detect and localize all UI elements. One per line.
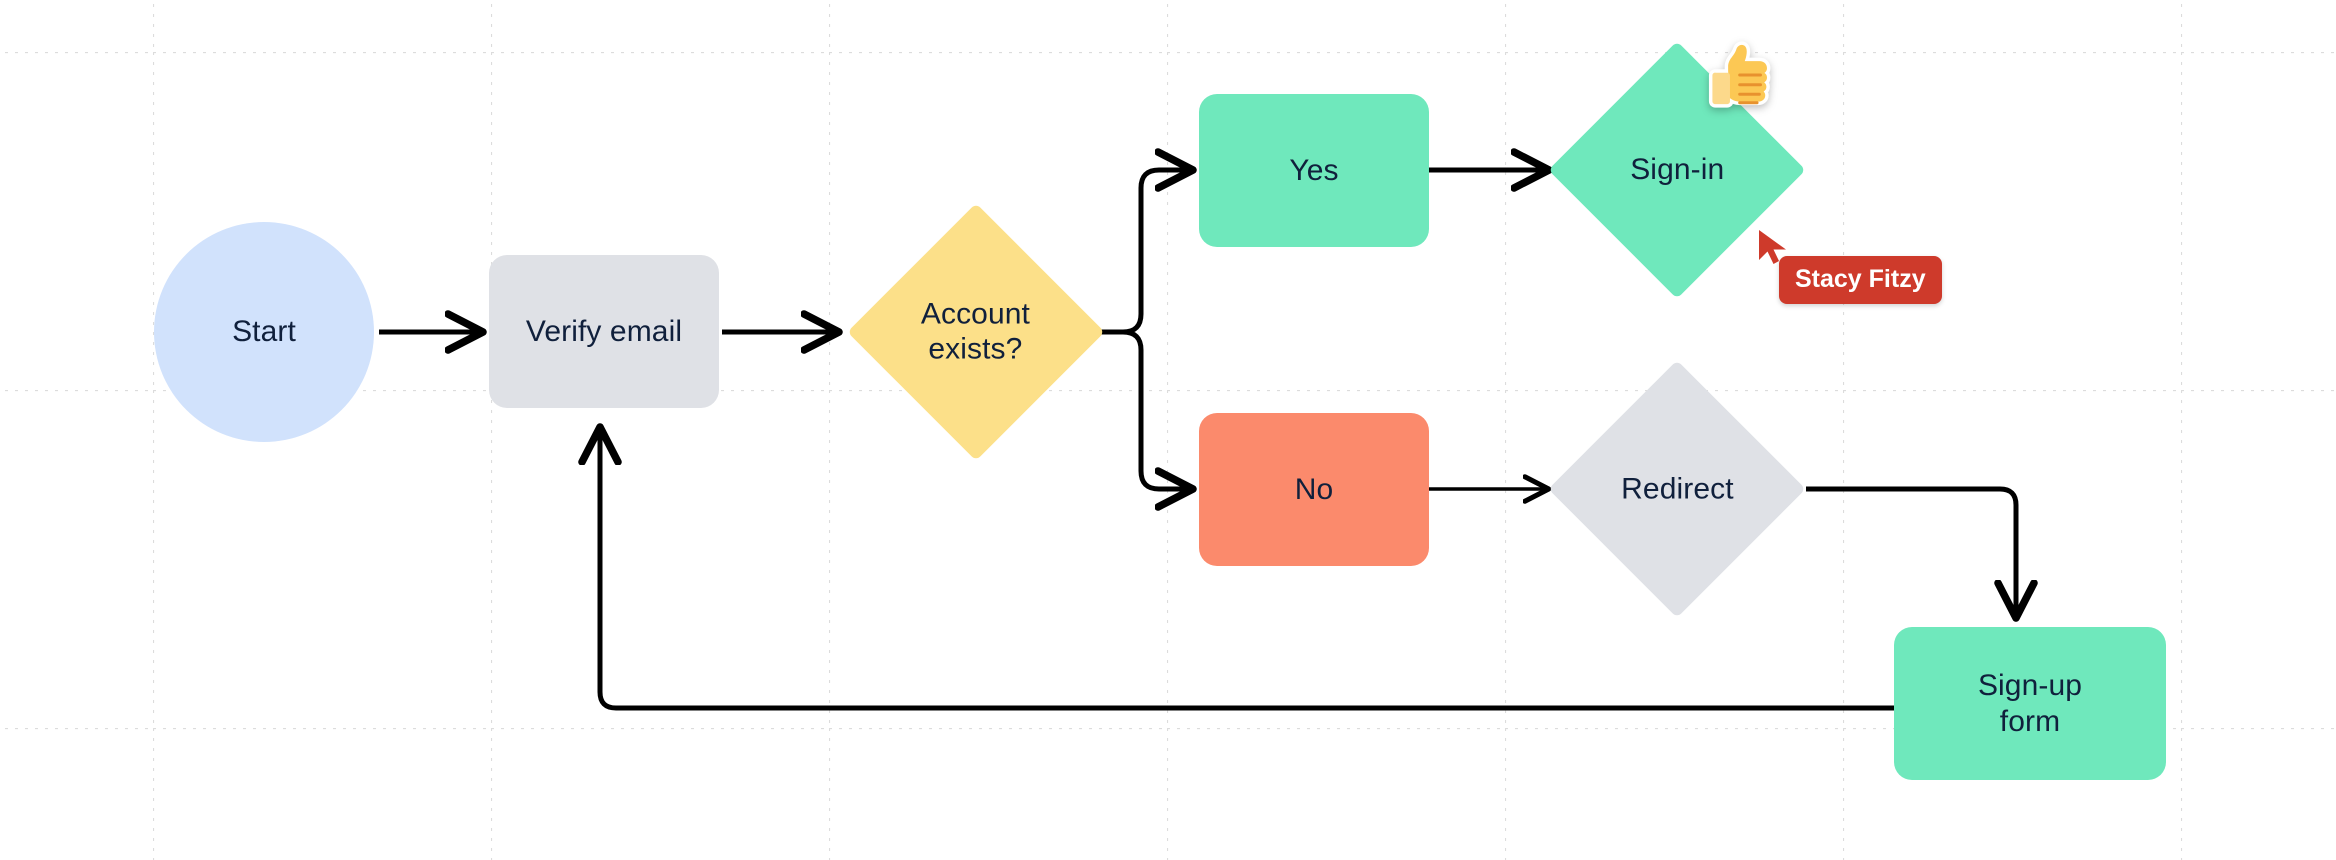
node-account-exists-label: Account exists? [921,297,1031,366]
node-no-label: No [1294,472,1334,506]
node-redirect[interactable]: Redirect [1548,360,1806,618]
node-no[interactable]: No [1199,413,1429,566]
node-account-exists[interactable]: Account exists? [847,203,1105,461]
node-start-label: Start [232,315,296,349]
node-verify-email[interactable]: Verify email [489,255,719,408]
cursor-arrow-icon [1759,230,1786,264]
edge-decision-to-yes [1091,170,1192,335]
node-start[interactable]: Start [154,222,374,442]
node-yes[interactable]: Yes [1199,94,1429,247]
edge-redirect-to-signup-elbow [1806,486,2016,617]
node-signup-form-label: Sign-up form [1977,669,2083,738]
thumbs-up-icon[interactable] [1705,38,1779,112]
node-redirect-label: Redirect [1620,472,1734,506]
node-sign-in-label: Sign-in [1629,153,1725,187]
node-yes-label: Yes [1289,153,1339,187]
node-verify-email-label: Verify email [525,314,683,348]
node-signup-form[interactable]: Sign-up form [1894,627,2166,780]
edge-decision-to-no [1091,329,1192,489]
cursor-name-label: Stacy Fitzy [1779,256,1942,304]
